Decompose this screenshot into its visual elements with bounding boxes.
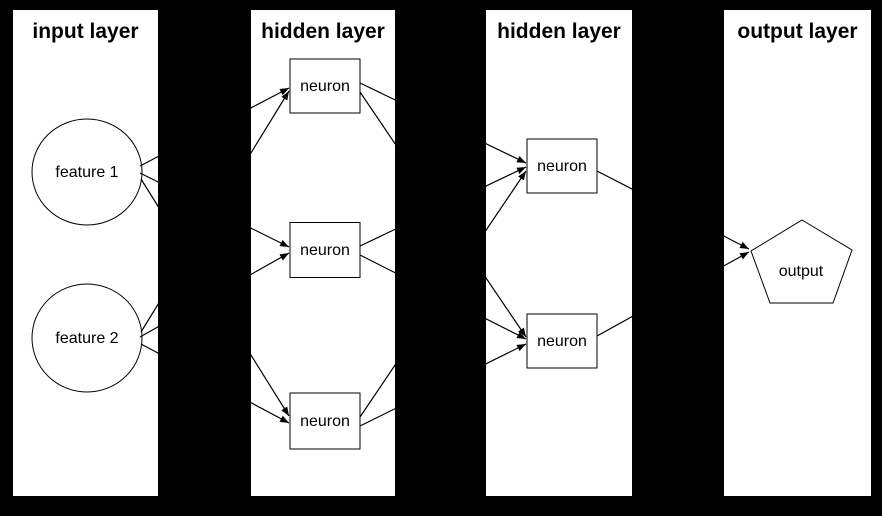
edge-hidden2-neuron-2-to-output (596, 251, 750, 337)
layer-title-1: hidden layer (261, 20, 385, 43)
node-label-hidden2-neuron-1: neuron (537, 158, 587, 175)
node-label-feature-2: feature 2 (55, 330, 118, 347)
edge-feature-1-to-hidden1-neuron-3 (140, 178, 290, 417)
node-hidden1-neuron-3 (289, 392, 361, 450)
edge-hidden1-neuron-1-to-hidden2-neuron-1 (359, 82, 527, 164)
node-label-hidden1-neuron-1: neuron (300, 78, 350, 95)
node-hidden1-neuron-1 (289, 58, 361, 114)
layer-panel-0 (13, 10, 158, 496)
node-feature-2 (31, 283, 143, 393)
node-hidden2-neuron-1 (526, 138, 598, 194)
node-output (750, 219, 853, 304)
edge-feature-2-to-hidden1-neuron-2 (139, 252, 290, 338)
node-hidden2-neuron-2 (526, 313, 598, 369)
edge-hidden1-neuron-3-to-hidden2-neuron-1 (359, 170, 527, 418)
node-hidden1-neuron-2 (289, 222, 361, 278)
edge-feature-2-to-hidden1-neuron-3 (140, 343, 290, 424)
layer-title-0: input layer (32, 20, 138, 43)
layer-title-2: hidden layer (497, 20, 621, 43)
edge-feature-2-to-hidden1-neuron-1 (140, 90, 290, 333)
edge-hidden1-neuron-1-to-hidden2-neuron-2 (359, 91, 527, 338)
layer-title-3: output layer (737, 20, 857, 43)
node-label-hidden1-neuron-2: neuron (300, 242, 350, 259)
layer-panel-2 (486, 10, 632, 496)
edge-hidden1-neuron-2-to-hidden2-neuron-1 (359, 166, 527, 247)
edge-feature-1-to-hidden1-neuron-1 (139, 87, 290, 167)
node-feature-1 (31, 118, 143, 226)
node-label-hidden1-neuron-3: neuron (300, 413, 350, 430)
edge-hidden2-neuron-1-to-output (596, 170, 750, 250)
edge-hidden1-neuron-3-to-hidden2-neuron-2 (359, 343, 527, 427)
node-label-hidden2-neuron-2: neuron (537, 333, 587, 350)
node-label-feature-1: feature 1 (55, 164, 118, 181)
edge-hidden1-neuron-2-to-hidden2-neuron-2 (359, 254, 527, 340)
node-label-output: output (779, 263, 824, 280)
edge-feature-1-to-hidden1-neuron-2 (139, 172, 290, 248)
